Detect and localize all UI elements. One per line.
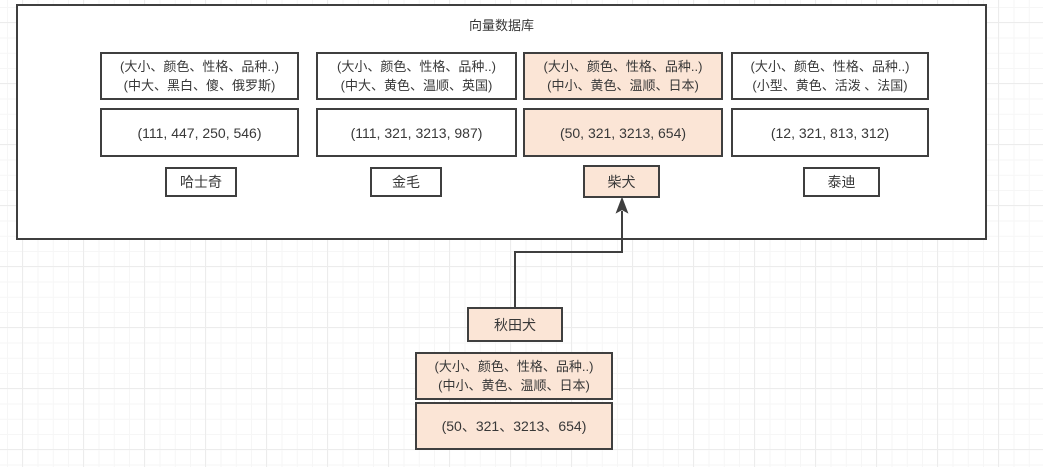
column-2-name-box[interactable]: 金毛	[370, 167, 442, 197]
attributes-line-1: (大小、颜色、性格、品种..)	[543, 59, 703, 74]
query-vector-box[interactable]: (50、321、3213、654)	[415, 402, 613, 450]
attributes-line-1: (大小、颜色、性格、品种..)	[750, 59, 910, 74]
attributes-line-1: (大小、颜色、性格、品种..)	[434, 359, 594, 374]
column-2-vector-box[interactable]: (111, 321, 3213, 987)	[316, 108, 517, 157]
attributes-line-2: (中小、黄色、温顺、日本)	[438, 378, 590, 393]
column-1-name-box[interactable]: 哈士奇	[165, 167, 237, 197]
column-2-attributes-box[interactable]: (大小、颜色、性格、品种..) (中大、黄色、温顺、英国)	[316, 52, 517, 100]
query-attributes-box[interactable]: (大小、颜色、性格、品种..) (中小、黄色、温顺、日本)	[415, 352, 613, 400]
diagram-title: 向量数据库	[468, 18, 534, 33]
column-4-attributes-box[interactable]: (大小、颜色、性格、品种..) (小型、黄色、活泼 、法国)	[731, 52, 929, 100]
column-1-vector-box[interactable]: (111, 447, 250, 546)	[100, 108, 299, 157]
column-3-vector-box[interactable]: (50, 321, 3213, 654)	[523, 108, 723, 157]
column-3-name-box[interactable]: 柴犬	[583, 165, 660, 198]
attributes-line-1: (大小、颜色、性格、品种..)	[337, 59, 496, 74]
query-name-box[interactable]: 秋田犬	[467, 307, 563, 342]
attributes-line-2: (中大、黑白、傻、俄罗斯)	[123, 78, 276, 93]
attributes-line-2: (中小、黄色、温顺、日本)	[547, 78, 699, 93]
column-4-name-box[interactable]: 泰迪	[803, 167, 880, 197]
column-4-vector-box[interactable]: (12, 321, 813, 312)	[731, 108, 929, 157]
column-3-attributes-box[interactable]: (大小、颜色、性格、品种..) (中小、黄色、温顺、日本)	[523, 52, 723, 100]
attributes-line-2: (中大、黄色、温顺、英国)	[340, 78, 493, 93]
attributes-line-2: (小型、黄色、活泼 、法国)	[752, 78, 908, 93]
column-1-attributes-box[interactable]: (大小、颜色、性格、品种..) (中大、黑白、傻、俄罗斯)	[100, 52, 299, 100]
attributes-line-1: (大小、颜色、性格、品种..)	[120, 59, 279, 74]
